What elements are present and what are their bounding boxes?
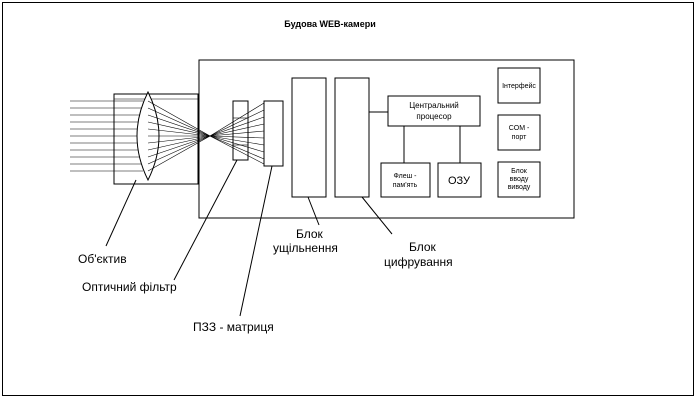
com-port-label-line1: COM - — [509, 125, 530, 132]
com-port-block — [497, 114, 541, 151]
leader-lines — [105, 159, 393, 317]
digitizing-callout-line1: Блок — [409, 240, 437, 254]
optical-filter — [232, 100, 249, 161]
camera-housing — [198, 59, 575, 219]
flash-label-line2: пам'ять — [393, 182, 418, 189]
flash-memory-block — [380, 162, 431, 198]
cpu-block — [387, 95, 481, 127]
filter-callout: Оптичний фільтр — [82, 280, 177, 294]
interface-block — [497, 67, 541, 104]
cpu-label-line2: процесор — [416, 112, 452, 121]
cpu-label-line1: Центральний — [409, 101, 459, 110]
incoming-rays — [70, 100, 143, 172]
interface-label: Інтерфейс — [502, 82, 536, 90]
digitizing-block — [334, 77, 370, 198]
converging-rays — [147, 100, 211, 172]
flash-label-line1: Флеш - — [394, 173, 418, 180]
io-block — [497, 161, 541, 198]
diverging-rays — [209, 102, 265, 165]
com-port-label-line2: порт — [512, 134, 527, 141]
ram-block — [437, 162, 482, 198]
lens-callout: Об'єктив — [78, 252, 127, 266]
compression-callout-line1: Блок — [296, 227, 324, 241]
compression-block — [291, 77, 327, 198]
io-label-line1: Блок — [511, 168, 528, 175]
io-label-line2: вводу — [510, 176, 529, 183]
digitizing-callout-line2: цифрування — [384, 255, 453, 269]
ccd-callout: ПЗЗ - матриця — [193, 320, 274, 334]
io-label-line3: виводу — [508, 184, 531, 191]
ram-label: ОЗУ — [448, 175, 471, 187]
compression-callout-line2: ущільнення — [273, 241, 338, 255]
diagram-title: Будова WEB-камери — [284, 19, 375, 29]
ccd-matrix — [263, 100, 284, 167]
diagram-frame — [2, 2, 694, 396]
